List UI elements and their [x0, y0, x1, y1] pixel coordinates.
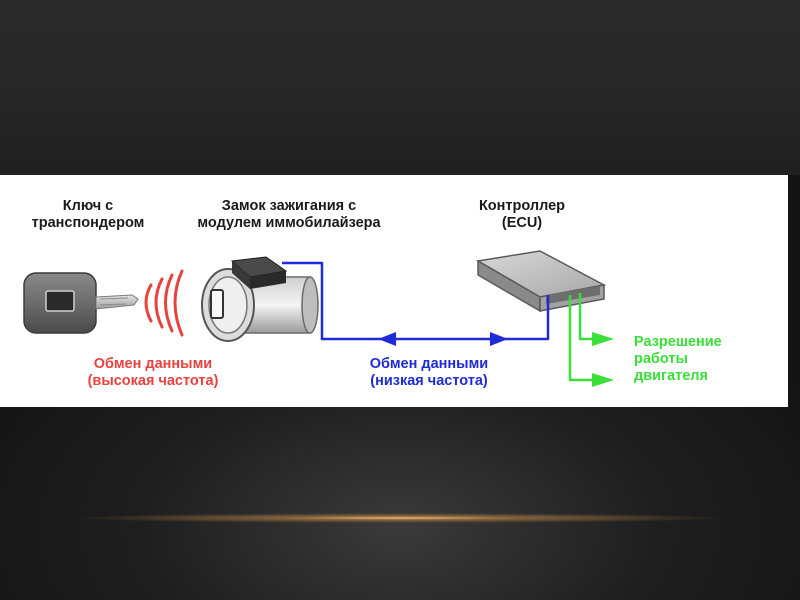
- key-label-line2: транспондером: [31, 215, 145, 231]
- high-frequency-label-line2: (высокая частота): [87, 373, 219, 389]
- diagram-panel: [0, 175, 788, 407]
- ecu-label-line1: Контроллер: [478, 198, 566, 214]
- enable-arrow-upper: [592, 332, 614, 346]
- lock-label-line2: модулем иммобилайзера: [197, 215, 381, 231]
- engine-enable-label: Разрешение работы двигателя: [634, 334, 764, 385]
- engine-enable-label-line3: двигателя: [634, 368, 708, 384]
- transponder-key-icon: [23, 272, 139, 334]
- low-frequency-label-line1: Обмен данными: [369, 356, 489, 372]
- low-frequency-arrow-right: [490, 332, 508, 346]
- low-frequency-label-line2: (низкая частота): [370, 373, 488, 389]
- engine-enable-label-line1: Разрешение: [634, 334, 722, 350]
- low-frequency-label: Обмен данными (низкая частота): [344, 356, 514, 390]
- low-frequency-arrow-left: [378, 332, 396, 346]
- ecu-controller-icon: [475, 250, 607, 313]
- high-frequency-label: Обмен данными (высокая частота): [60, 356, 246, 390]
- slide-top-background: [0, 0, 800, 175]
- ecu-label: Контроллер (ECU): [452, 198, 592, 232]
- engine-enable-outputs: [568, 293, 592, 382]
- high-frequency-label-line1: Обмен данными: [93, 356, 213, 372]
- slide-bottom-glow: [70, 513, 730, 523]
- engine-enable-label-line2: работы: [634, 351, 688, 367]
- high-frequency-waves: [144, 269, 184, 337]
- key-label-line1: Ключ с: [62, 198, 114, 214]
- low-frequency-link: [282, 261, 550, 341]
- key-label: Ключ с транспондером: [16, 198, 160, 232]
- enable-arrow-lower: [592, 373, 614, 387]
- lock-label-line1: Замок зажигания с: [221, 198, 357, 214]
- lock-label: Замок зажигания с модулем иммобилайзера: [176, 198, 402, 232]
- ignition-lock-icon: [201, 256, 319, 342]
- immobilizer-diagram: [23, 250, 614, 387]
- ecu-label-line2: (ECU): [501, 215, 543, 231]
